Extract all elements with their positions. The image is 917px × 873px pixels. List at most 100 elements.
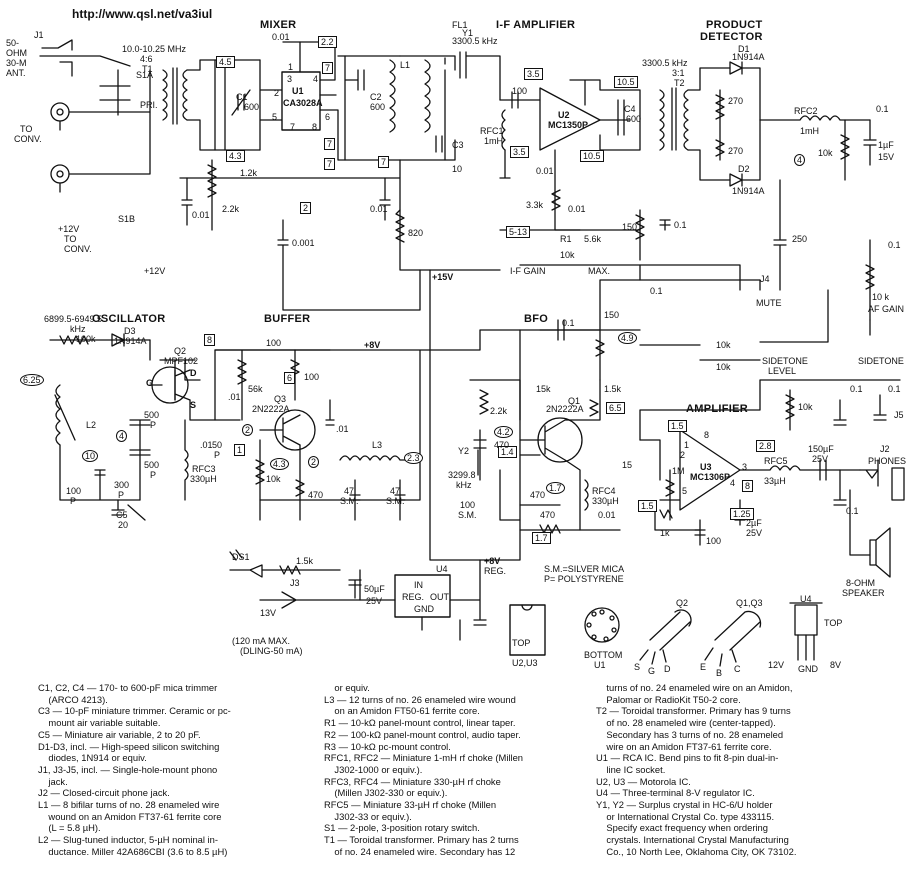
label-if-gain-max: MAX. <box>588 266 611 276</box>
label-amp-c150: 150µF <box>808 444 834 454</box>
note-line: wire on an Amidon FT37-61 ferrite core. <box>596 740 772 752</box>
voltage-box-8b: 8 <box>742 480 754 492</box>
voltage-box-1-7: 1.7 <box>532 532 551 544</box>
section-amplifier: AMPLIFIER <box>686 403 748 415</box>
voltage-circle-2-3: 2.3 <box>404 452 423 464</box>
note-line: RFC1, RFC2 — Miniature 1-mH rf choke (Mi… <box>324 752 523 764</box>
label-pin-u2u3: U2,U3 <box>512 658 538 668</box>
label-c4: C4 <box>624 104 636 114</box>
note-line: jack. <box>38 775 68 787</box>
label-d3-part: 1N914A <box>114 336 147 346</box>
label-osc-c50: 50 <box>212 440 223 450</box>
label-fl1-y: Y1 <box>462 28 474 38</box>
label-bfo-c470a: 470 <box>494 440 510 450</box>
label-pin-u1: U1 <box>594 660 606 670</box>
note-line: RFC3, RFC4 — Miniature 330-µH rf choke <box>324 775 501 787</box>
label-c5: C5 <box>116 510 128 520</box>
label-buf-c47b: 47 <box>390 486 401 496</box>
note-line: diodes, 1N914 or equiv. <box>38 752 147 764</box>
label-mute: MUTE <box>756 298 782 308</box>
section-product-detector-line1: PRODUCT <box>706 19 763 31</box>
label-q2-d: D <box>190 368 197 378</box>
label-det-c15v: 15V <box>878 152 895 162</box>
voltage-box-7d: 7 <box>378 156 390 168</box>
label-fl1: FL1 <box>452 20 468 30</box>
voltage-circle-4: 4 <box>794 154 806 166</box>
label-l1: L1 <box>400 60 411 70</box>
label-det-c250: 250 <box>792 234 808 244</box>
label-u1-pin3: 3 <box>287 74 293 84</box>
note-line: S1 — 2-pole, 3-position rotary switch. <box>324 822 480 834</box>
label-q1-part: 2N2222A <box>546 404 584 414</box>
label-speaker-ohm: 8-OHM <box>846 578 875 588</box>
label-u3-pin5: 5 <box>682 486 688 496</box>
label-u3-pin3: 3 <box>742 462 748 472</box>
label-pin-12v: 12V <box>768 660 785 670</box>
label-c4-val: 600 <box>626 114 642 124</box>
label-pwr-max1: (120 mA MAX. <box>232 636 291 646</box>
voltage-box-6-5: 6.5 <box>606 402 625 414</box>
label-c3: C3 <box>452 140 464 150</box>
label-y2-khz: kHz <box>456 480 472 490</box>
label-amp-r10kb: 10k <box>716 362 731 372</box>
voltage-circle-4b: 4 <box>116 430 128 442</box>
label-bfo-r15k2: 1.5k <box>604 384 622 394</box>
label-buf-c01c: .01 <box>200 440 213 450</box>
label-amp-c01: 0.1 <box>850 384 863 394</box>
voltage-box-3-5: 3.5 <box>524 68 543 80</box>
label-osc-freq: 6899.5-6949.5 <box>44 314 103 324</box>
parts-notes-column-3: turns of no. 24 enameled wire on an Amid… <box>596 682 796 858</box>
label-osc-c500b: 500 <box>144 460 160 470</box>
label-buf-c01b: .01 <box>336 424 349 434</box>
label-pin-bottom: BOTTOM <box>584 650 623 660</box>
voltage-circle-2b: 2 <box>308 456 320 468</box>
label-amp-r10kc: 10k <box>798 402 813 412</box>
label-if-c01: 0.1 <box>674 220 687 230</box>
voltage-box-2-8: 2.8 <box>756 440 775 452</box>
label-rfc5: RFC5 <box>764 456 788 466</box>
note-line: of no. 24 enameled wire. Secondary has 1… <box>324 845 516 857</box>
label-if-c001: 0.01 <box>536 166 554 176</box>
label-if-r150: 150 <box>622 222 638 232</box>
label-q2-part: MPF102 <box>164 356 199 366</box>
label-buf-r100a: 100 <box>266 338 282 348</box>
voltage-box-4-3: 4.3 <box>226 150 245 162</box>
label-amp-r1m: 1M <box>672 466 685 476</box>
note-line: ductance. Miller 42A686CBI (3.6 to 8.5 µ… <box>38 845 228 857</box>
voltage-circle-2: 2 <box>242 424 254 436</box>
label-rfc4-val: 330µH <box>592 496 619 506</box>
label-r-1-2k: 1.2k <box>240 168 258 178</box>
label-osc-pd: P <box>70 496 77 506</box>
voltage-box-1: 1 <box>234 444 246 456</box>
label-sidetone: SIDETONE <box>858 356 904 366</box>
label-det-c01c: 0.1 <box>888 240 901 250</box>
label-bfo-c100: 100 <box>460 500 476 510</box>
label-r270a: 270 <box>728 96 744 106</box>
label-d1: D1 <box>738 44 750 54</box>
label-pin-e: E <box>700 662 707 672</box>
label-bfo-c001: 0.01 <box>598 510 616 520</box>
label-u1-pin8: 8 <box>312 122 318 132</box>
note-line: crystals. International Crystal Manufact… <box>596 834 789 846</box>
label-q2-s: S <box>190 400 197 410</box>
note-line: L2 — Slug-tuned inductor, 5-µH nominal i… <box>38 834 218 846</box>
label-ant-50: 50- <box>6 38 20 48</box>
section-bfo: BFO <box>524 313 549 325</box>
voltage-circle-1-7: 1.7 <box>546 482 565 494</box>
voltage-box-7b: 7 <box>324 138 336 150</box>
label-r-2-2k: 2.2k <box>222 204 240 214</box>
section-mixer: MIXER <box>260 19 297 31</box>
label-u1-pin1: 1 <box>288 62 294 72</box>
voltage-box-2-2: 2.2 <box>318 36 337 48</box>
label-pwr-r15k: 1.5k <box>296 556 314 566</box>
label-u1-pin5: 5 <box>272 112 278 122</box>
label-buf-c47a: 47 <box>344 486 355 496</box>
label-t2-freq: 3300.5 kHz <box>642 58 688 68</box>
label-t2: T2 <box>674 78 685 88</box>
label-u3-pin1: 1 <box>684 440 690 450</box>
note-line: T1 — Toroidal transformer. Primary has 2… <box>324 834 519 846</box>
label-rfc5-val: 33µH <box>764 476 786 486</box>
label-bfo-c470b: 470 <box>530 490 546 500</box>
label-pin-q1q3: Q1,Q3 <box>736 598 763 608</box>
label-osc-pe: P <box>118 490 125 500</box>
